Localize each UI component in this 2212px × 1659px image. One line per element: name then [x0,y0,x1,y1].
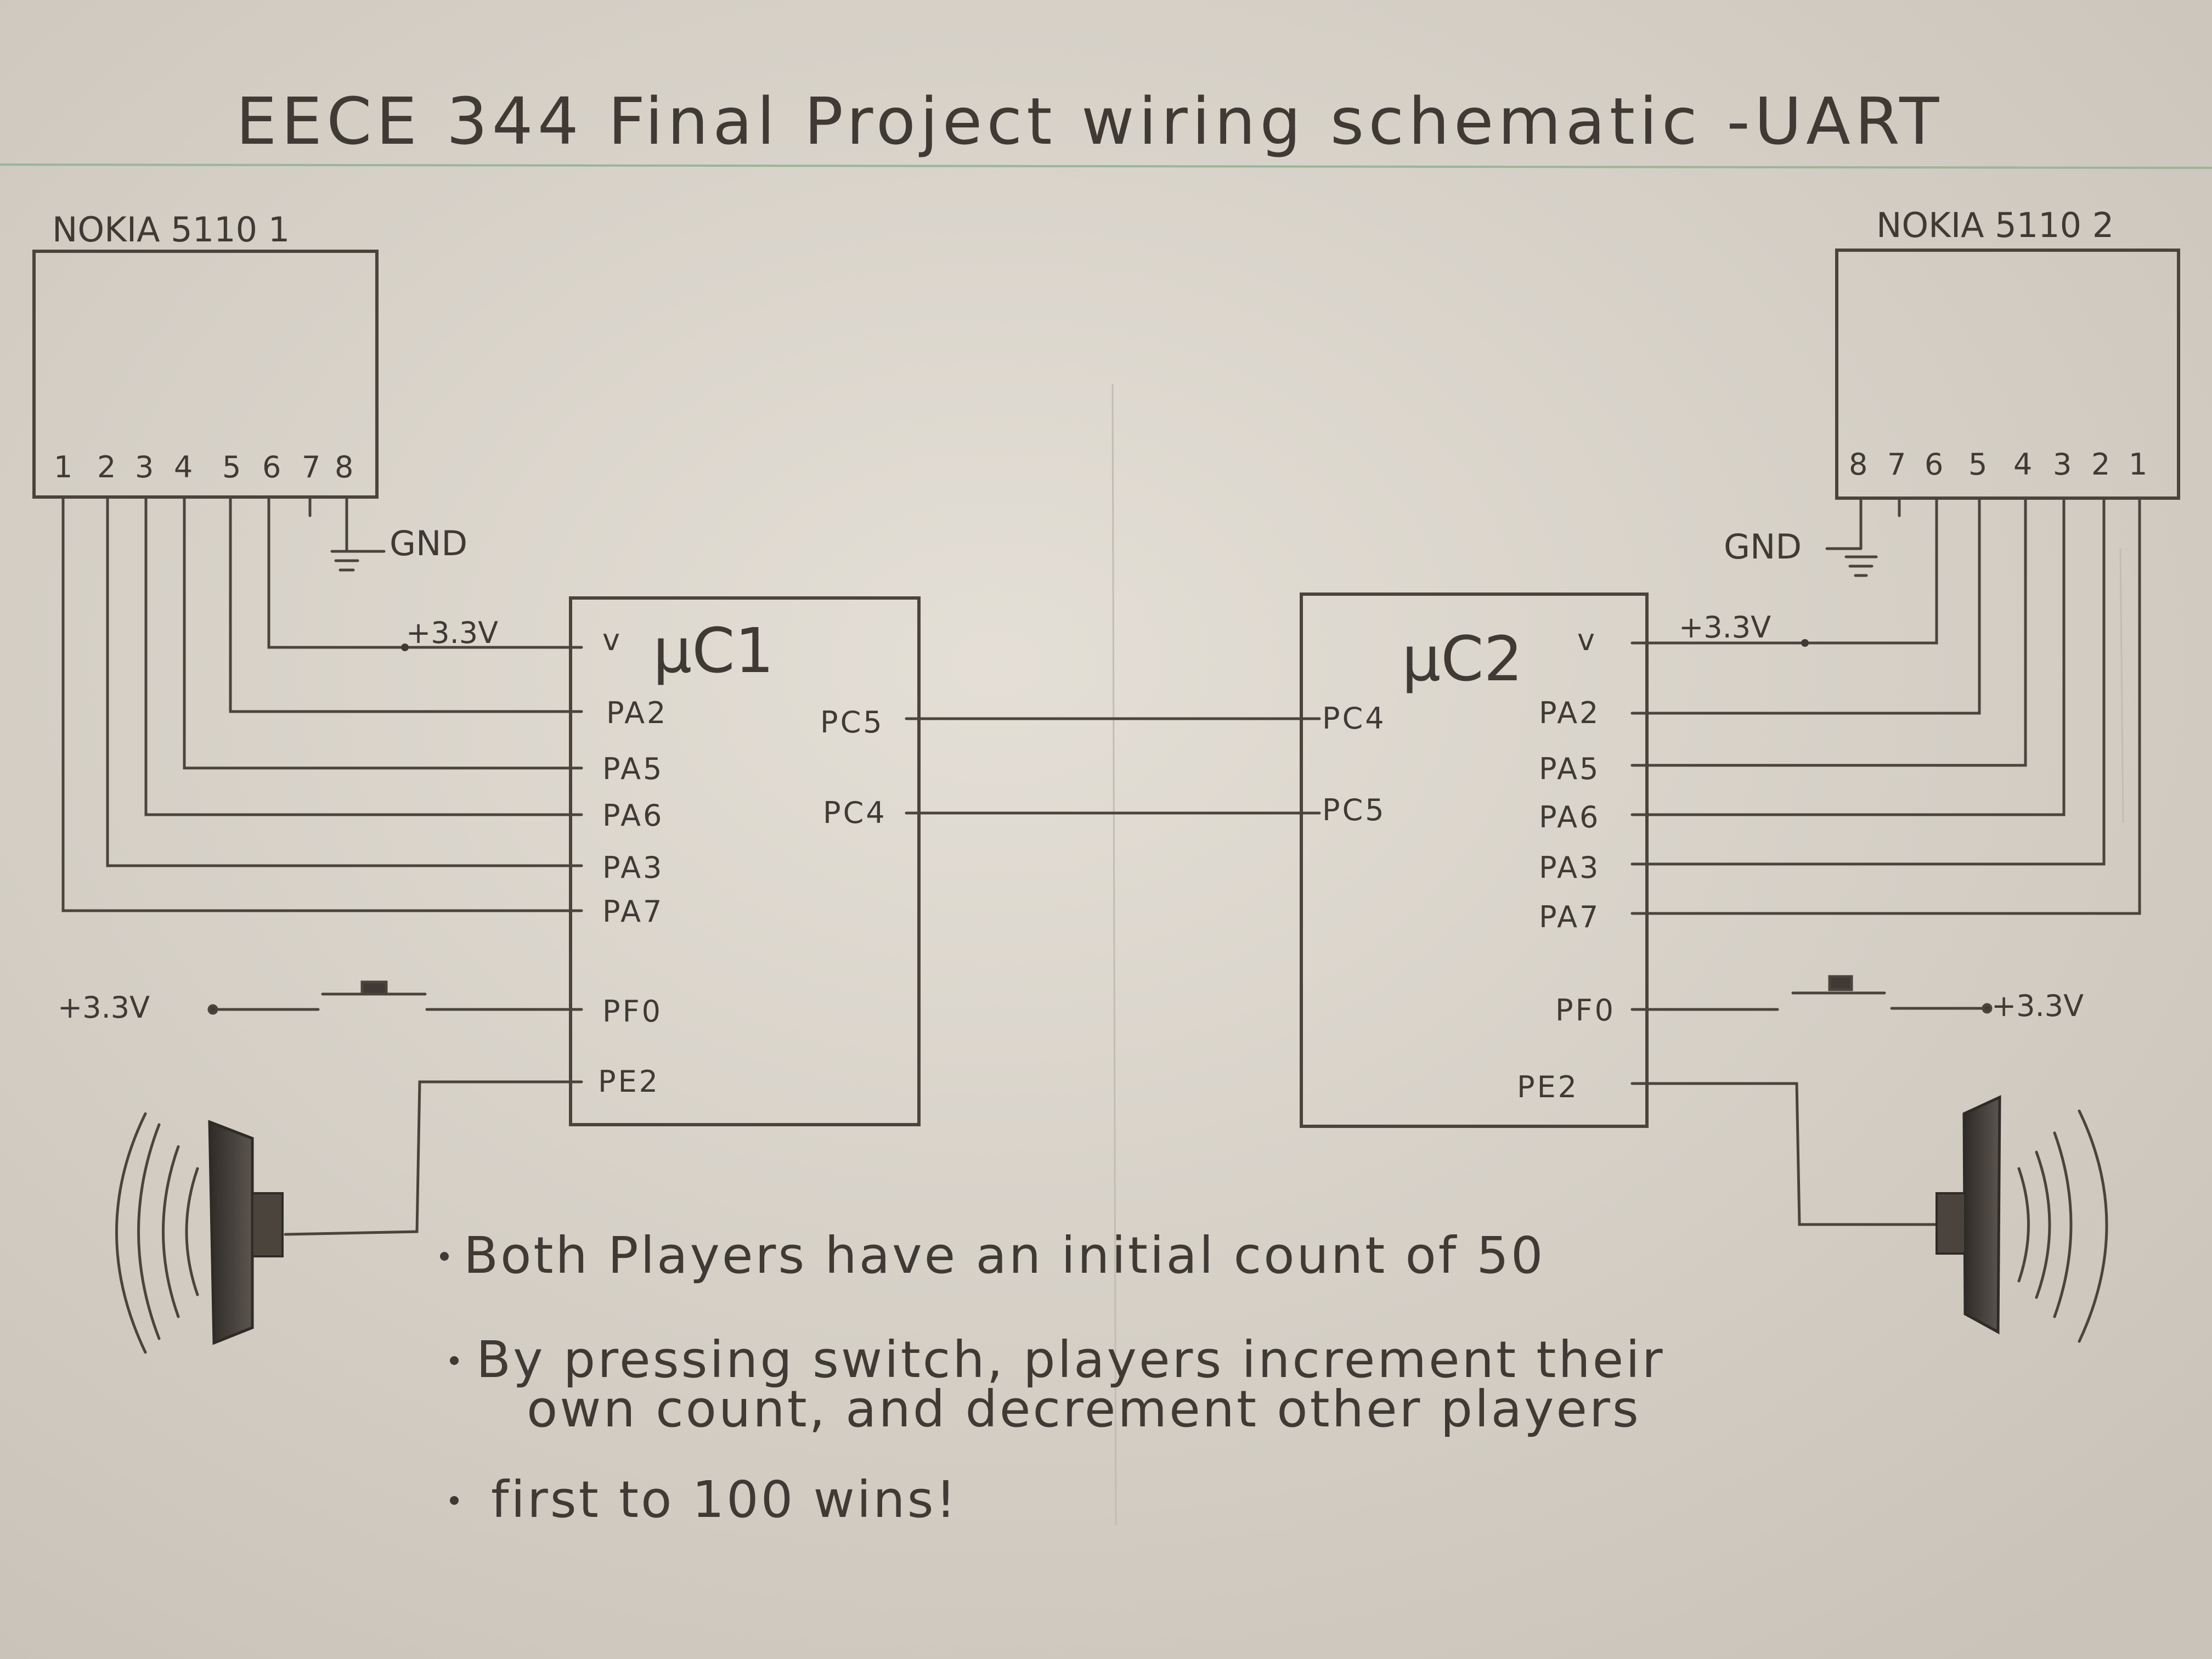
lcd2-pin-labels: 8 7 6 5 4 3 2 1 [1849,447,2147,482]
lcd2-pin-8: 8 [1849,447,1867,482]
note-2-line-1: By pressing switch, players increment th… [476,1330,1665,1389]
mc2-speaker-wire [1630,1082,1938,1226]
lcd1-pin-5: 5 [222,450,241,484]
lcd1-pin-1: 1 [54,450,72,484]
lcd1-label: NOKIA 5110 1 [52,210,290,250]
mc2-v-label: v [1577,623,1595,657]
lcd1-pin-8: 8 [335,450,353,484]
mc2-pin-pa2: PA2 [1539,696,1600,730]
mc1-pin-pe2: PE2 [598,1064,660,1099]
mc2-pin-pf0: PF0 [1555,993,1616,1028]
speaker1-icon [115,1112,284,1354]
header-rule-line [0,163,2212,169]
lcd1-pin-7: 7 [302,450,320,484]
lcd2-box [1835,249,2180,500]
mc2-pin-pa5: PA5 [1539,752,1600,786]
mc1-v-label: v [602,623,620,657]
mc1-supply-label: +3.3V [406,616,498,650]
center-fold-line [1111,383,1117,1526]
mc1-pin-pa3: PA3 [602,850,664,885]
mc2-left-pins: PC4 PC5 [1322,701,1386,827]
lcd1-box [32,250,379,499]
mc1-supply-node [401,644,409,651]
lcd2-pin-stubs [1859,496,2141,517]
mc1-pin-pc4: PC4 [823,795,887,830]
note-2-line-2: own count, and decrement other players [527,1380,1641,1438]
mc2-pin-pe2: PE2 [1517,1070,1579,1104]
mc1-label: μC1 [653,616,774,687]
lcd2-label: NOKIA 5110 2 [1876,205,2114,245]
mc2-label: μC2 [1402,624,1523,695]
lcd1-pin-labels: 1 2 3 4 5 6 7 8 [54,450,353,484]
note-1: Both Players have an initial count of 50 [464,1226,1545,1285]
speaker2-icon [1936,1095,2108,1343]
mc1-box [569,596,921,1126]
lcd1-ground-symbol [330,514,386,572]
mc1-speaker-wire [284,1080,583,1236]
lcd2-gnd-label: GND [1724,527,1802,567]
lcd2-pin-3: 3 [2053,447,2072,482]
lcd2-pin-6: 6 [1925,447,1943,482]
mc1-left-pins: PA2 PA5 PA6 PA3 PA7 PF0 PE2 [598,696,668,1099]
note-3: first to 100 wins! [491,1470,958,1529]
note-bullet-1 [440,1252,449,1261]
mc2-box [1300,592,1649,1128]
lcd2-pin-4: 4 [2013,447,2032,482]
right-margin-line [2119,548,2124,823]
mc2-pin-pa7: PA7 [1539,900,1600,934]
lcd1-pin-3: 3 [135,450,154,484]
mc2-switch-supply-label: +3.3V [1991,989,2084,1023]
lcd2-pin-1: 1 [2129,447,2147,482]
page-title: EECE 344 Final Project wiring schematic … [236,83,1943,159]
notes-list: Both Players have an initial count of 50… [440,1226,1665,1529]
lcd1-pin-6: 6 [262,450,281,484]
mc2-pin-pa6: PA6 [1539,800,1600,834]
mc1-right-pins: PC5 PC4 [820,705,887,830]
lcd1-pin-2: 2 [97,450,116,484]
mc1-pin-pc5: PC5 [820,705,884,740]
mc2-pin-pc4: PC4 [1322,701,1386,736]
mc1-pin-pa2: PA2 [606,696,668,730]
mc2-supply-node [1801,639,1809,647]
lcd2-to-mc2-wires [1630,514,2141,915]
lcd2-pin-2: 2 [2091,447,2110,482]
lcd1-to-mc1-wires [61,514,583,912]
mc2-push-switch [1630,975,1993,1014]
uart-cross-wires [905,717,1321,815]
note-bullet-3 [450,1496,459,1505]
mc1-push-switch [207,980,583,1015]
mc2-right-pins: PA2 PA5 PA6 PA3 PA7 PF0 PE2 [1517,696,1616,1104]
lcd1-pin-4: 4 [174,450,193,484]
lcd2-pin-7: 7 [1887,447,1906,482]
note-bullet-2 [450,1356,459,1365]
mc1-switch-supply-label: +3.3V [58,990,150,1025]
mc1-pin-pa6: PA6 [602,798,664,833]
lcd1-pin-stubs [61,495,348,517]
mc1-pin-pa5: PA5 [602,752,664,786]
mc2-pin-pa3: PA3 [1539,850,1600,885]
lcd2-ground-symbol [1825,514,1878,577]
mc1-pin-pa7: PA7 [602,894,664,929]
lcd1-gnd-label: GND [390,523,467,563]
mc2-pin-pc5: PC5 [1322,793,1386,827]
mc1-pin-pf0: PF0 [602,994,663,1029]
lcd2-pin-5: 5 [1968,447,1987,482]
mc2-supply-label: +3.3V [1679,610,1771,645]
